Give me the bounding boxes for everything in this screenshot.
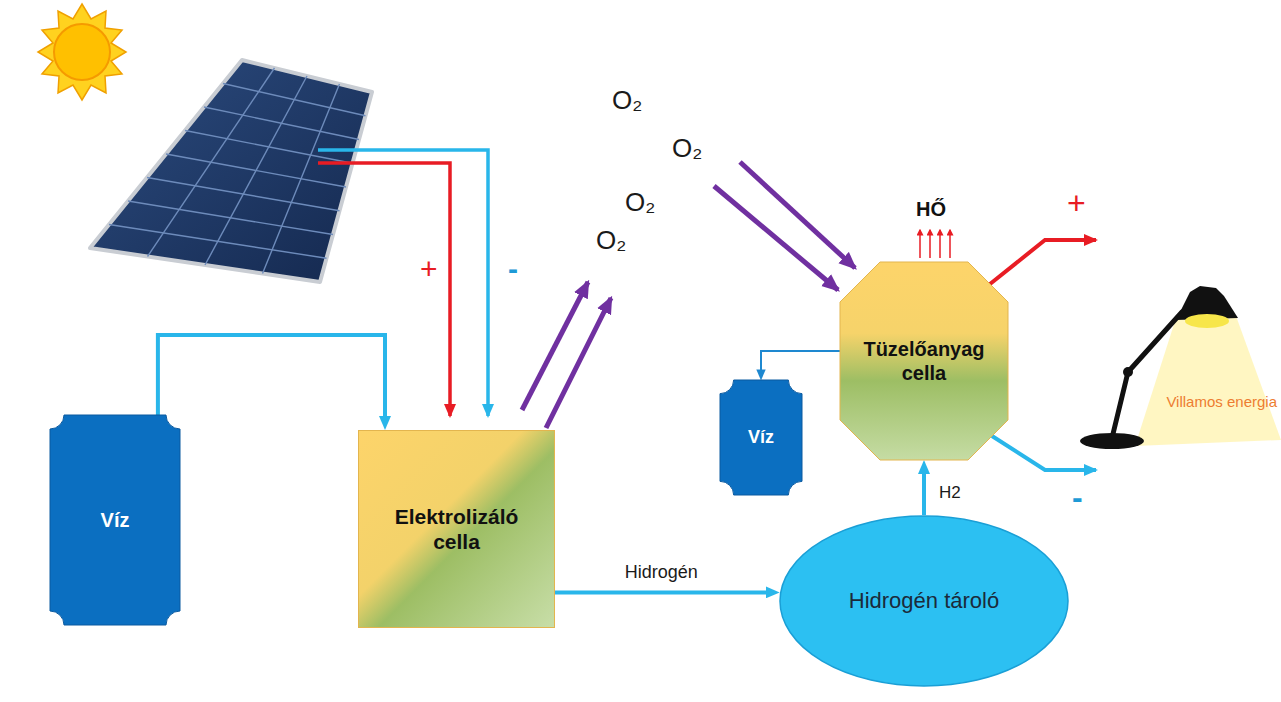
- node-text: Víz: [728, 427, 794, 449]
- hydrogen-flow: [555, 590, 768, 594]
- node-label: Hidrogén tároló: [823, 588, 1025, 614]
- fuel-cell: Tüzelőanyag cella: [840, 262, 1008, 460]
- polarity-sign: +: [1067, 186, 1086, 221]
- water-tank: Víz: [50, 415, 180, 625]
- electrolyzer-cell-outline: [358, 430, 555, 628]
- node-text: Tüzelőanyag cella: [854, 337, 994, 385]
- positive-output-wire: [990, 240, 1096, 284]
- oxygen-label: O₂: [612, 86, 642, 115]
- edge-label: Hidrogén: [622, 563, 701, 583]
- edge-label: H2: [936, 484, 964, 503]
- oxygen-label: O₂: [596, 226, 626, 255]
- heat-arrows: [920, 230, 950, 258]
- oxygen-label: O₂: [625, 188, 655, 217]
- hydrogen-supply: [922, 472, 926, 515]
- water-tank: Víz: [720, 380, 802, 495]
- node-text: Víz: [64, 508, 166, 532]
- node-text: Hidrogén tároló: [823, 588, 1025, 614]
- negative-wire: [318, 150, 488, 416]
- heat-label: HŐ: [916, 198, 946, 220]
- polarity-sign: -: [508, 252, 518, 285]
- polarity-sign: +: [420, 252, 438, 285]
- electrolyzer-cell: Elektrolizáló cella: [358, 430, 555, 628]
- sun: [38, 4, 126, 100]
- hydrogen-storage: Hidrogén tároló: [779, 515, 1069, 687]
- node-label: Tüzelőanyag cella: [854, 337, 994, 385]
- desk-lamp: [1080, 286, 1281, 449]
- solar-panel: [90, 60, 372, 282]
- node-label: Elektrolizáló cella: [376, 504, 537, 554]
- output-label: Villamos energia: [1166, 394, 1277, 411]
- node-label: Víz: [64, 508, 166, 532]
- polarity-sign: -: [1072, 480, 1083, 515]
- node-text: Elektrolizáló cella: [376, 504, 537, 554]
- water-output: [761, 351, 840, 371]
- oxygen-label: O₂: [672, 134, 702, 163]
- oxygen-arrows: [522, 162, 855, 428]
- water-feed: [158, 335, 385, 418]
- fuel-cell-outline: [840, 262, 1008, 460]
- node-label: Víz: [728, 427, 794, 449]
